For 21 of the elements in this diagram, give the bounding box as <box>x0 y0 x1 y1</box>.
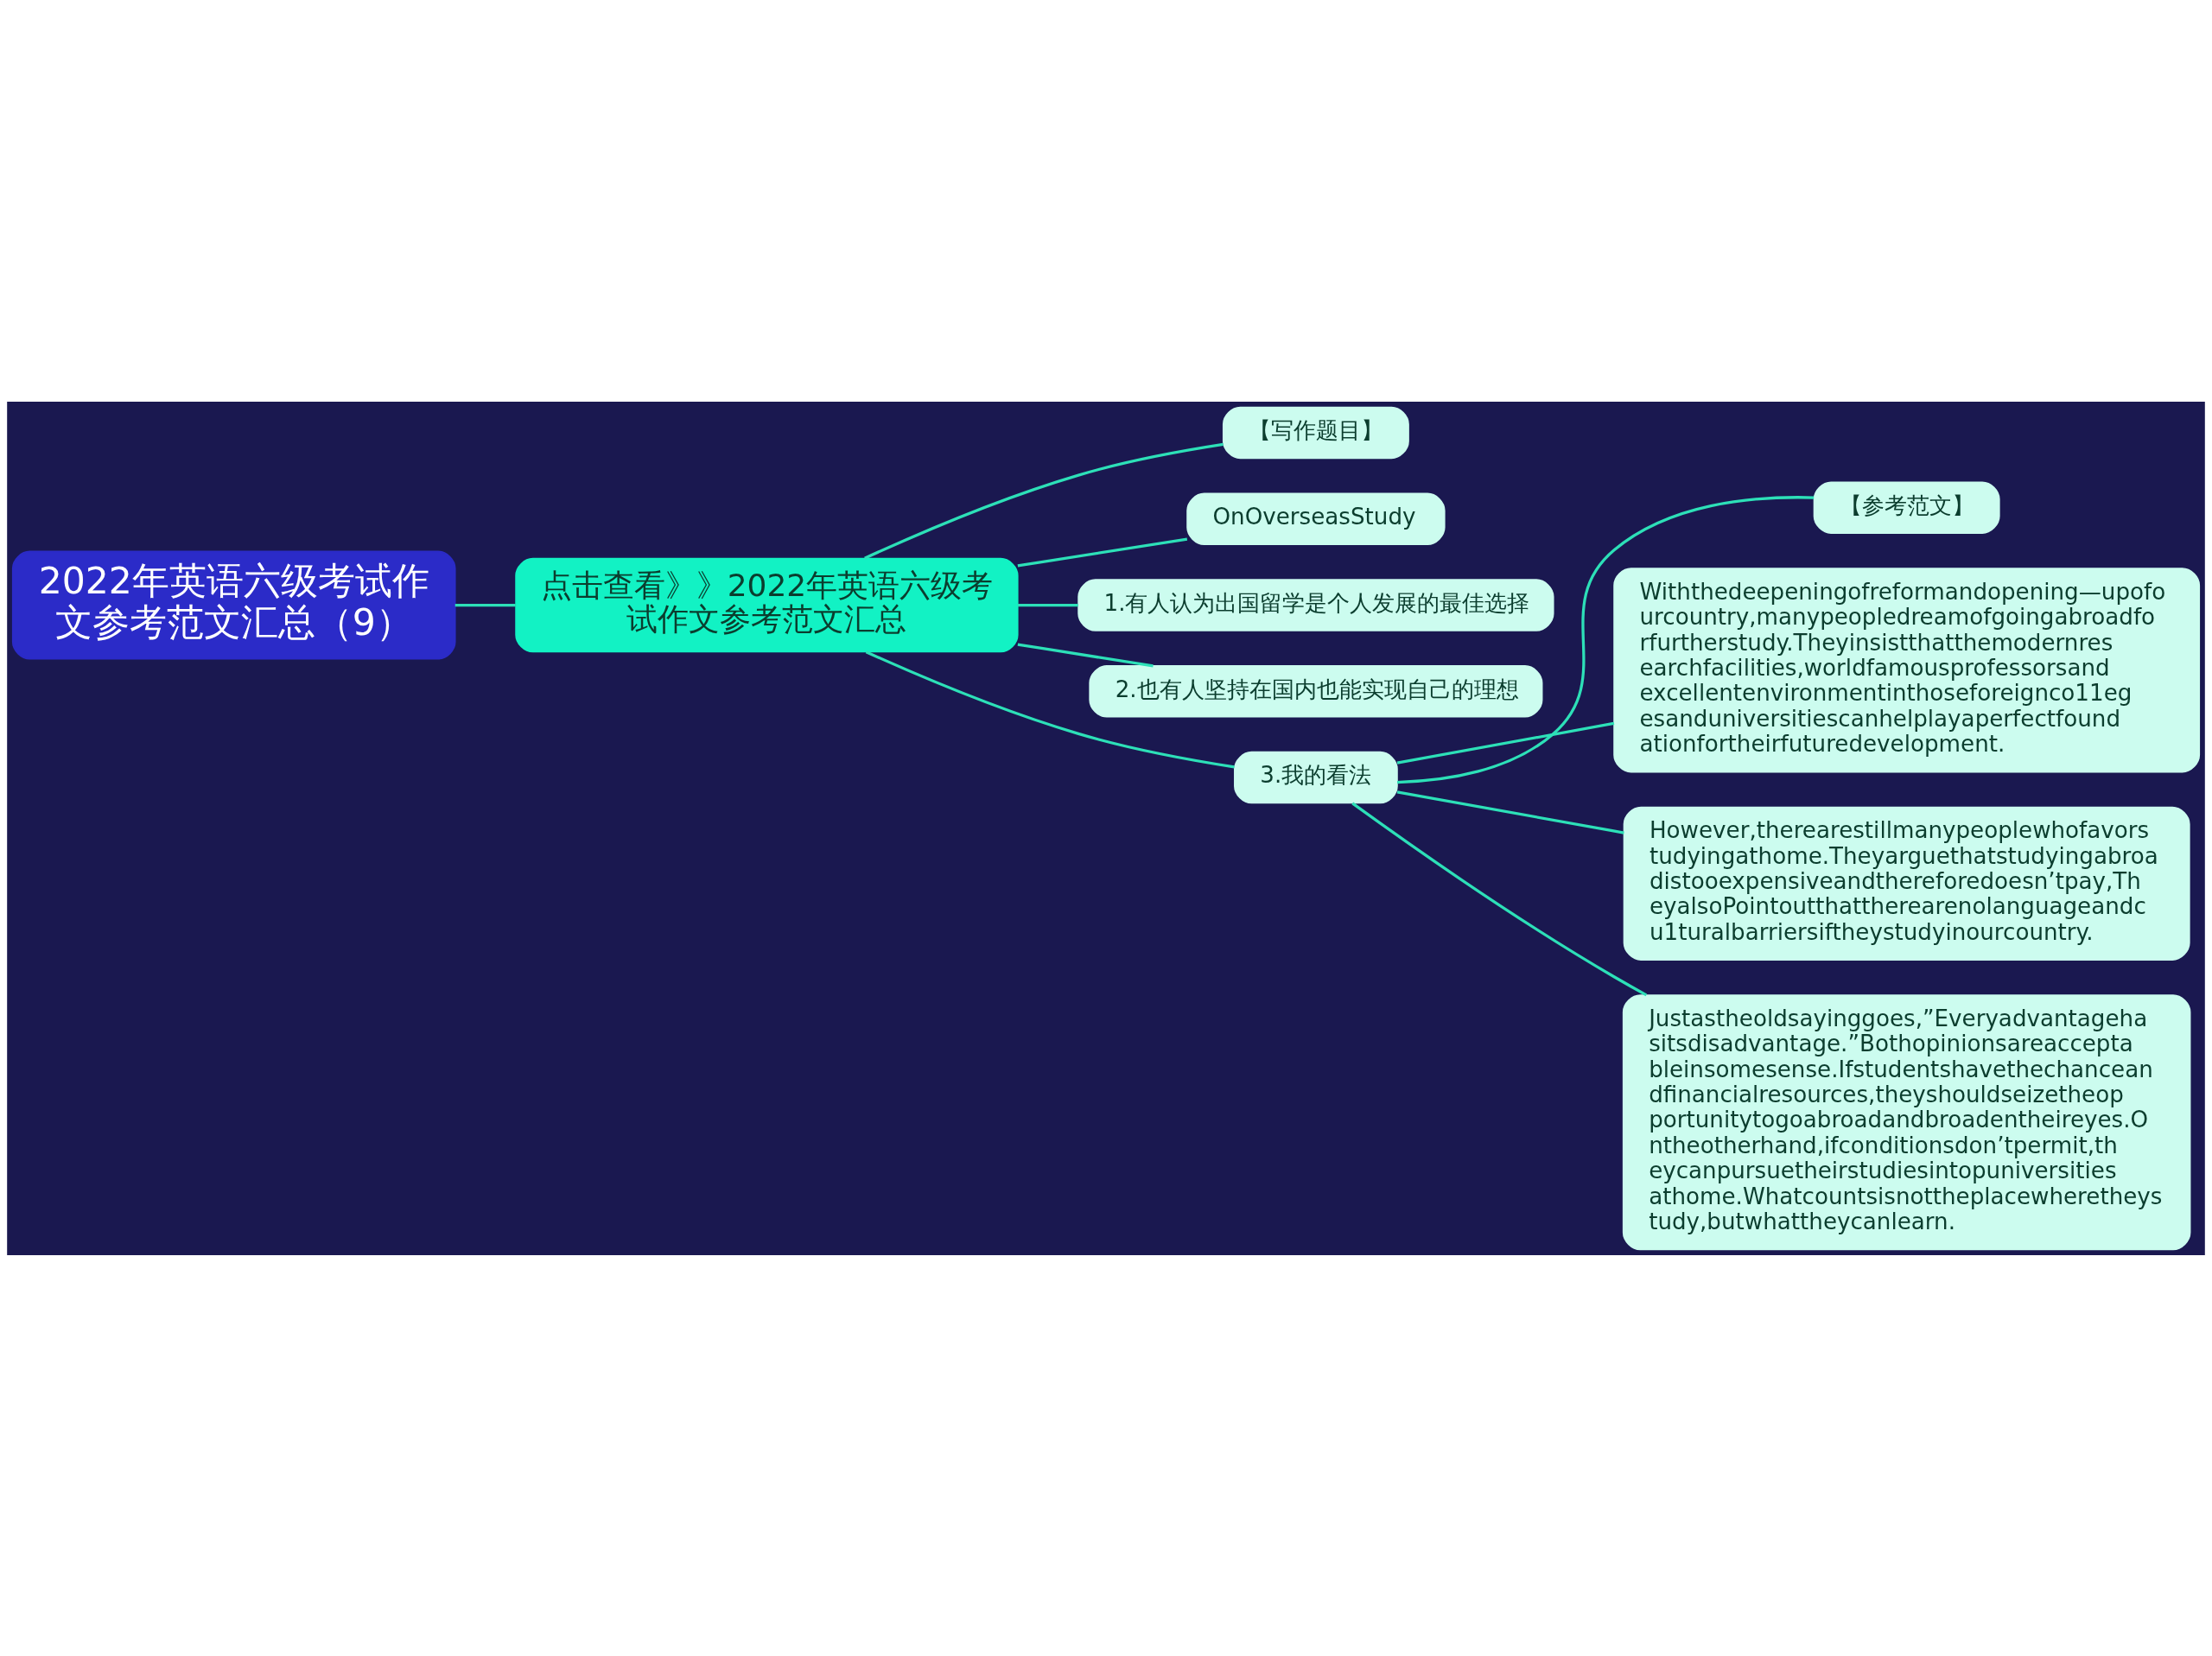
connector <box>1396 721 1615 765</box>
node-box: 【参考范文】 <box>1813 480 2000 534</box>
node-box: 【写作题目】 <box>1222 406 1409 459</box>
node-box: Justastheoldsayinggoes,”Everyadvantagehasitsdisadvantage.”Bothopinionsareacceptableinsomesense.Ifstudentshavethechanceandfinancialresources,theyshouldseizetheopportunitytogoabroadandbroadentheireyes.Ontheotherhand,ifconditionsdon’tpermit,theycanpursuetheirstudiesintopuniversitiesathome.Whatcountsisnottheplacewheretheystudy,butwhattheycanlearn. <box>1622 993 2191 1250</box>
connector <box>1017 536 1188 568</box>
node-box: 2.也有人坚持在国内也能实现自己的理想 <box>1089 664 1543 718</box>
node-box: 1.有人认为出国留学是个人发展的最佳选择 <box>1077 578 1554 631</box>
node-box: 3.我的看法 <box>1234 751 1398 803</box>
connector <box>1017 603 1078 606</box>
connector <box>454 603 516 606</box>
connector <box>1351 802 1648 996</box>
connector <box>1397 495 1815 784</box>
node-box: OnOverseasStudy <box>1186 492 1446 545</box>
node-box: 点击查看》》2022年英语六级考试作文参考范文汇总 <box>515 557 1019 652</box>
node-box: Withthedeepeningofreformandopening—upofourcountry,manypeopledreamofgoingabroadforfurtherstudy.Theyinsistthatthemodernresearchfacilities,worldfamousprofessorsandexcellentenvironmentinthoseforeignco11egesanduniversitiescanhelplayaperfectfoundationfortheirfuturedevelopment. <box>1613 567 2201 772</box>
connector <box>865 650 1235 768</box>
node-box: However,therearestillmanypeoplewhofavorstudyingathome.Theyarguethatstudyingabroadistooexpensiveandthereforedoesn’tpay,TheyalsoPointoutthattherearenolanguageandcu1turalbarriersiftheystudyinourcountry. <box>1623 806 2190 961</box>
connector <box>1396 790 1624 834</box>
connector <box>864 442 1224 560</box>
connector <box>1017 643 1154 667</box>
node-box: 2022年英语六级考试作文参考范文汇总（9） <box>11 550 456 660</box>
